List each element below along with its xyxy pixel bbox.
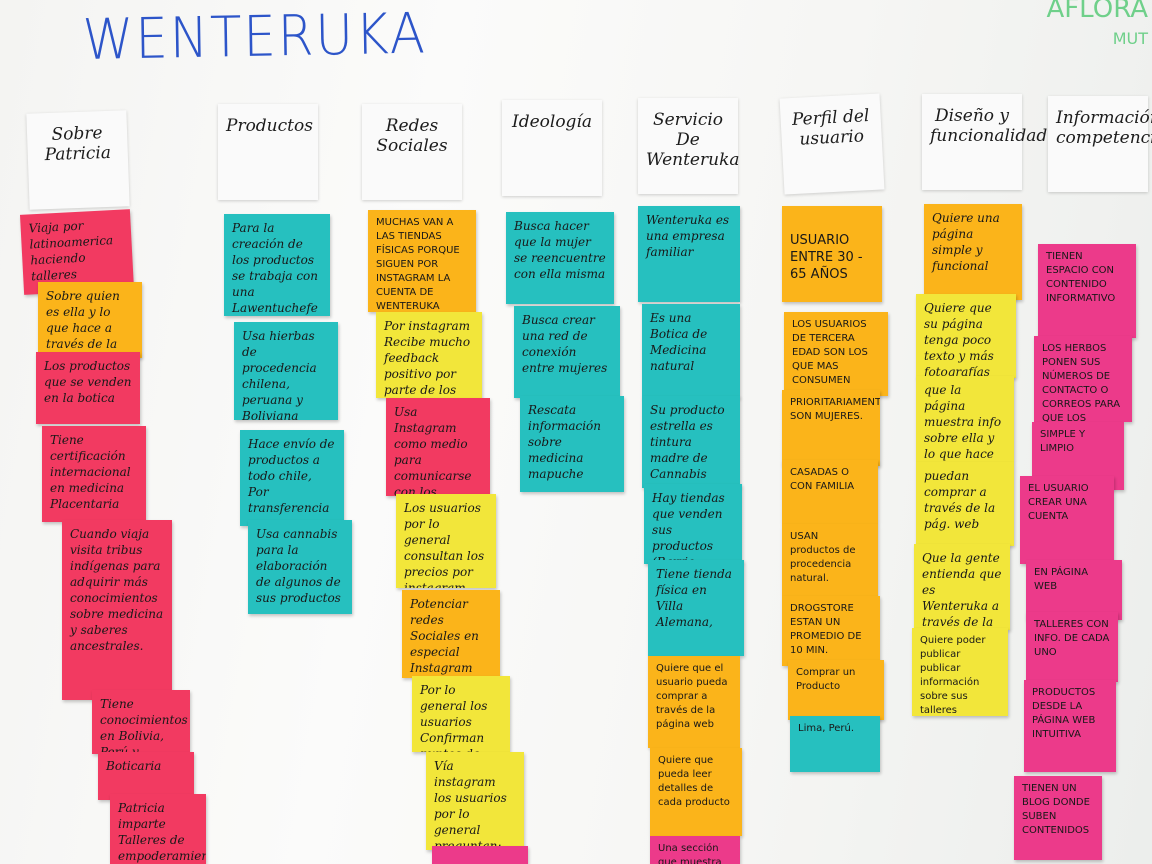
sticky-note: MUCHAS VAN A LAS TIENDAS FÍSICAS PORQUE …: [368, 210, 476, 312]
sticky-note: Quiere que su página tenga poco texto y …: [916, 294, 1016, 378]
sticky-note-partial: [432, 846, 528, 864]
sticky-note: TALLERES CON INFO. DE CADA UNO: [1026, 612, 1118, 682]
sticky-note: EL USUARIO CREAR UNA CUENTA: [1020, 476, 1114, 564]
sticky-note: TIENEN UN BLOG DONDE SUBEN CONTENIDOS: [1014, 776, 1102, 860]
sticky-note: EN PÁGINA WEB: [1026, 560, 1122, 620]
header-informacion-competencia: Información competencia: [1048, 96, 1152, 192]
sticky-note: Comprar un Producto: [788, 660, 884, 720]
sticky-note: Tiene certificación internacional en med…: [42, 426, 146, 522]
sticky-note: PRIORITARIAMENTE SON MUJERES.: [782, 390, 880, 466]
sticky-note: Quiere que el usuario pueda comprar a tr…: [648, 656, 740, 748]
sticky-note: Por lo general los usuarios Confirman pu…: [412, 676, 510, 752]
header-servicio: Servicio De Wenteruka: [638, 98, 740, 194]
sticky-note: Quiere que pueda leer detalles de cada p…: [650, 748, 742, 836]
header-productos: Productos: [218, 104, 318, 200]
sticky-note: TIENEN ESPACIO CON CONTENIDO INFORMATIVO: [1038, 244, 1136, 338]
header-perfil-usuario: Perfil del usuario: [779, 93, 885, 195]
sticky-note: Los usuarios por lo general consultan lo…: [396, 494, 496, 588]
sticky-note: Potenciar redes Sociales en especial Ins…: [402, 590, 500, 678]
sticky-note: PRODUCTOS DESDE LA PÁGINA WEB INTUITIVA: [1024, 680, 1116, 772]
sticky-note: DROGSTORE ESTAN UN PROMEDIO DE 10 MIN. C…: [782, 596, 880, 666]
sticky-note: Una sección que muestra: [650, 836, 740, 864]
sticky-note: Que la gente entienda que es Wenteruka a…: [914, 544, 1010, 630]
board-title: WENTERUKA: [82, 1, 428, 73]
corner-text: AFLORA MUT: [1046, 0, 1148, 48]
sticky-note: Wenteruka es una empresa familiar: [638, 206, 740, 302]
sticky-note: Cuando viaja visita tribus indígenas par…: [62, 520, 172, 700]
header-sobre-patricia: Sobre Patricia: [26, 110, 130, 210]
sticky-note: Patricia imparte Talleres de empoderamie…: [110, 794, 206, 864]
sticky-note: Tiene tienda física en Villa Alemana,: [648, 560, 744, 656]
sticky-note: Lima, Perú.: [790, 716, 880, 772]
sticky-note: Su producto estrella es tintura madre de…: [642, 396, 740, 488]
sticky-note: Rescata información sobre medicina mapuc…: [520, 396, 624, 492]
sticky-note: USAN productos de procedencia natural.: [782, 524, 878, 596]
sticky-note: Por instagram Recibe mucho feedback posi…: [376, 312, 482, 398]
sticky-note: que la página muestra info sobre ella y …: [916, 376, 1014, 462]
sticky-note: Vía instagram los usuarios por lo genera…: [426, 752, 524, 850]
sticky-note: Hay tiendas que venden sus productos (Ba…: [644, 484, 742, 564]
sticky-note: Sobre quien es ella y lo que hace a trav…: [38, 282, 142, 358]
sticky-note: Para la creación de los productos se tra…: [224, 214, 330, 316]
sticky-note: Usa hierbas de procedencia chilena, peru…: [234, 322, 338, 420]
sticky-note: Quiere poder publicar publicar informaci…: [912, 628, 1008, 716]
sticky-note: puedan comprar a través de la pág. web: [916, 462, 1014, 546]
sticky-note: Boticaria: [98, 752, 194, 800]
sticky-note: Busca crear una red de conexión entre mu…: [514, 306, 620, 398]
sticky-note: Usa cannabis para la elaboración de algu…: [248, 520, 352, 614]
sticky-note: LOS HERBOS PONEN SUS NÚMEROS DE CONTACTO…: [1034, 336, 1132, 422]
sticky-note: Usa Instagram como medio para comunicars…: [386, 398, 490, 496]
sticky-note: Quiere una página simple y funcional: [924, 204, 1022, 300]
sticky-note: Tiene conocimientos en Bolivia, Perú y M…: [92, 690, 190, 754]
sticky-note: CASADAS O CON FAMILIA: [782, 460, 878, 524]
sticky-note: USUARIO ENTRE 30 - 65 AÑOS: [782, 206, 882, 302]
header-diseno: Diseño y funcionalidad: [922, 94, 1047, 190]
sticky-note: Busca hacer que la mujer se reencuentre …: [506, 212, 614, 304]
sticky-note: LOS USUARIOS DE TERCERA EDAD SON LOS QUE…: [784, 312, 888, 396]
header-redes-sociales: Redes Sociales: [362, 104, 462, 200]
sticky-note: Hace envío de productos a todo chile, Po…: [240, 430, 344, 526]
header-ideologia: Ideología: [502, 100, 602, 196]
sticky-note: Los productos que se venden en la botica: [36, 352, 140, 424]
sticky-note: Es una Botica de Medicina natural: [642, 304, 740, 398]
